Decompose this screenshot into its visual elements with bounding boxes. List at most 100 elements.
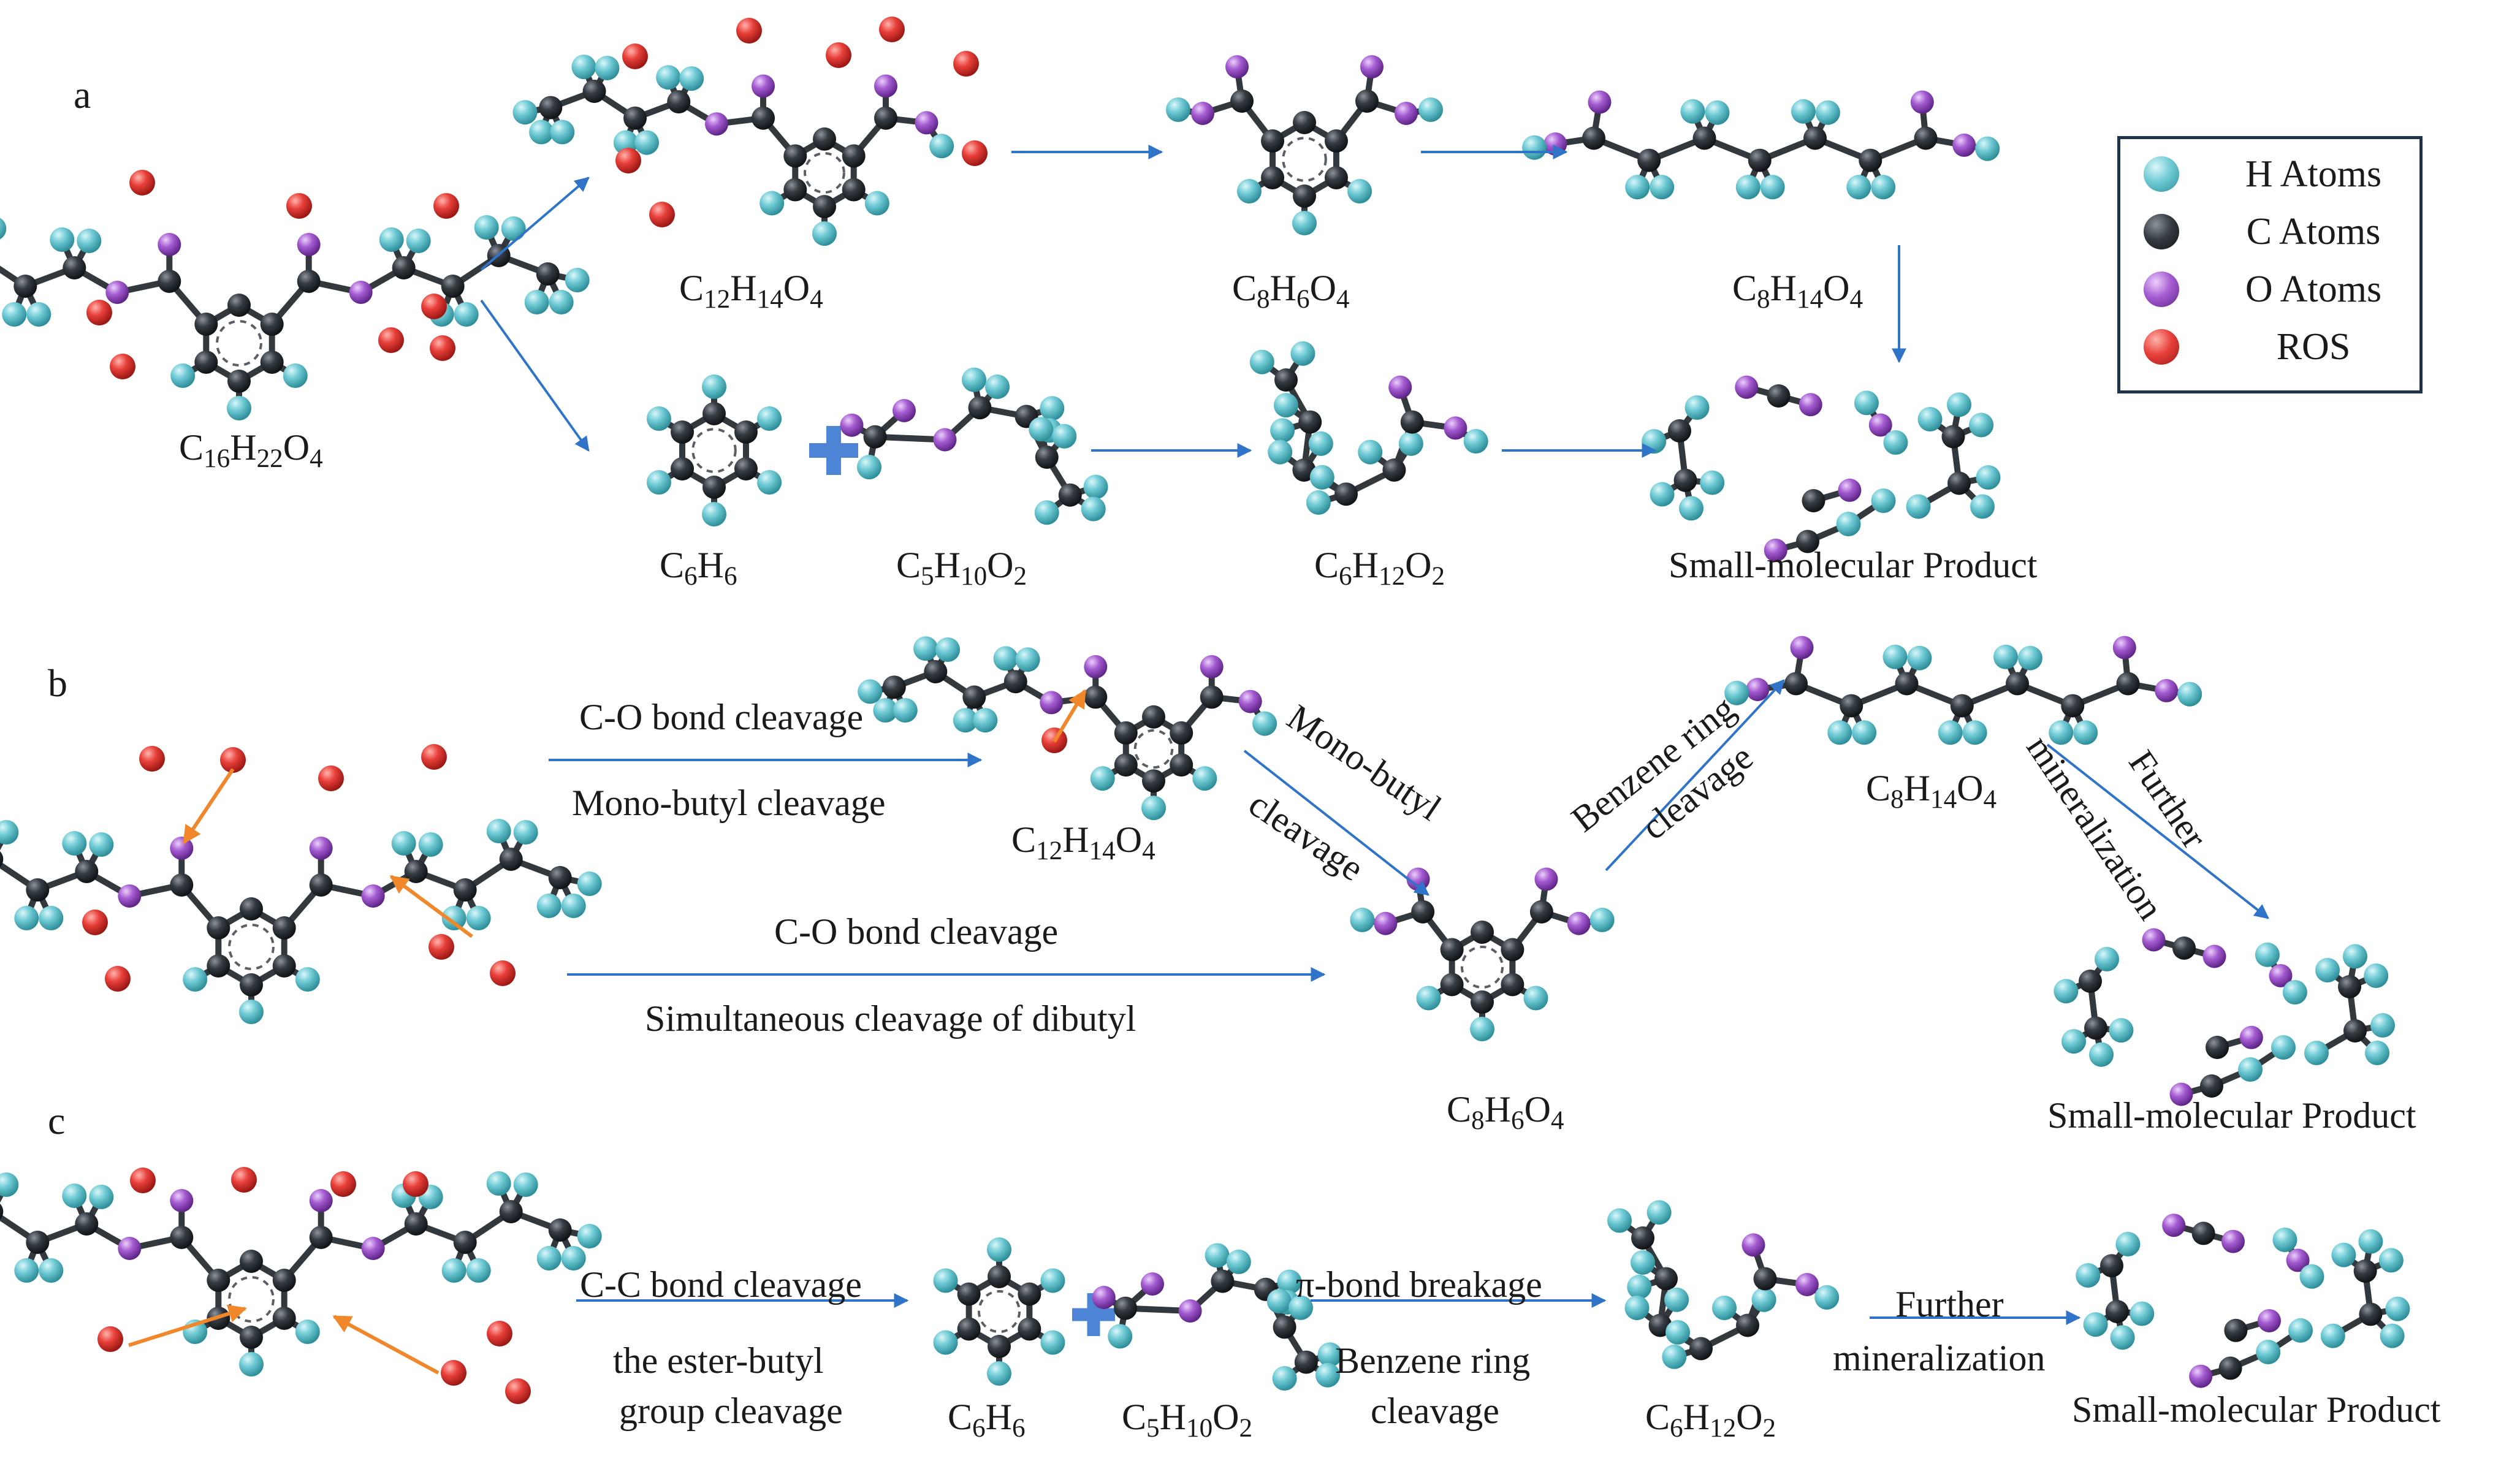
h-atom-icon [2144,156,2179,192]
h-atom [536,894,561,918]
h-atom [1249,349,1274,374]
h-atom [1751,1287,1776,1312]
formula-inter2-b: C8H6O4 [1447,1089,1564,1136]
c-atom [1796,530,1819,553]
c-atom [1274,368,1298,392]
c-atom [1114,753,1138,777]
product-label-c: Small-molecular Product [2072,1389,2441,1430]
h-atom [1226,1249,1251,1274]
ros-particle [433,193,459,219]
h-atom [1463,428,1488,454]
c-atom [667,90,691,114]
aromatic-ring [691,428,737,473]
o-atom [915,111,938,135]
h-atom [2364,963,2389,988]
h-atom [2,302,27,327]
h-atom [1650,482,1675,507]
h-atom [2370,1013,2395,1038]
c-atom [1261,129,1285,153]
h-atom [759,191,785,216]
legend-item-c: C Atoms [2120,203,2419,258]
h-atom [1917,407,1943,431]
c-atom [1802,489,1825,512]
c-atom [968,396,992,420]
c-atom [548,866,572,889]
h-atom [962,367,986,392]
h-atom [1883,430,1908,455]
h-atom [1679,496,1703,521]
h-atom [1947,392,1971,417]
ros-particle [615,148,641,173]
h-atom [571,55,596,80]
h-atom [2380,1323,2405,1348]
o-atom [2189,1364,2213,1388]
step-label-b-lower-above: C-O bond cleavage [774,911,1059,952]
o-atom [105,281,129,304]
h-atom [1712,1296,1737,1320]
c-atom [874,106,897,130]
c-atom [1200,685,1224,709]
c-atom [26,1231,50,1254]
c-atom [240,1326,263,1349]
o-atom [2112,636,2136,659]
h-atom [2378,1248,2404,1273]
h-atom [973,708,998,733]
c-atom [1753,1267,1777,1291]
h-atom [501,216,526,241]
h-atom [1040,396,1065,421]
c-atom [2224,1318,2248,1342]
h-atom [1052,423,1077,449]
ros-particle [490,960,516,986]
c-atom [1035,446,1059,469]
h-atom [550,120,575,145]
c-atom [453,878,477,902]
o-atom [933,428,957,452]
ros-attack-arrow [182,768,235,845]
h-atom [1871,175,1896,200]
h-atom [1735,175,1761,200]
h-atom [2130,1301,2155,1326]
c-atom [272,1269,296,1292]
c-atom [2116,672,2140,696]
h-atom [1705,100,1730,125]
h-atom [2315,958,2340,982]
c-atom [227,370,251,393]
c-atom [2359,1302,2383,1326]
legend-label: ROS [2276,326,2351,368]
c-atom [783,178,807,202]
o-atom [2269,964,2293,987]
h-atom [2358,1229,2383,1254]
h-atom [1252,711,1277,736]
h-atom [2320,1323,2345,1348]
panel-label-c: c [48,1099,66,1142]
product-label-a: Small-molecular Product [1669,545,2038,585]
h-atom [1607,1208,1632,1233]
o-atom [1799,393,1822,417]
h-atom [39,906,64,930]
c-atom [1324,166,1348,189]
c-atom [260,313,284,336]
reaction-arrow [480,177,590,271]
h-atom [2385,1296,2410,1321]
h-atom [1347,179,1372,203]
ros-particle [487,1321,512,1346]
c-atom-icon [2144,214,2179,249]
ros-particle [403,1171,428,1197]
c-atom [1114,721,1138,745]
c-atom [2200,1074,2223,1098]
c-atom [2338,975,2361,998]
c-atom [309,1226,333,1249]
o-atom [1735,375,1759,399]
c-atom [194,351,218,374]
c-atom [1748,148,1772,172]
h-atom [1416,986,1441,1011]
h-atom [283,363,308,388]
o-atom [1084,655,1108,678]
o-atom [1764,538,1787,562]
h-atom [2054,979,2079,1004]
h-atom [1760,175,1785,200]
h-atom [933,1268,958,1293]
o-atom [1200,655,1224,678]
c-atom [1440,973,1464,997]
h-atom [26,302,51,327]
